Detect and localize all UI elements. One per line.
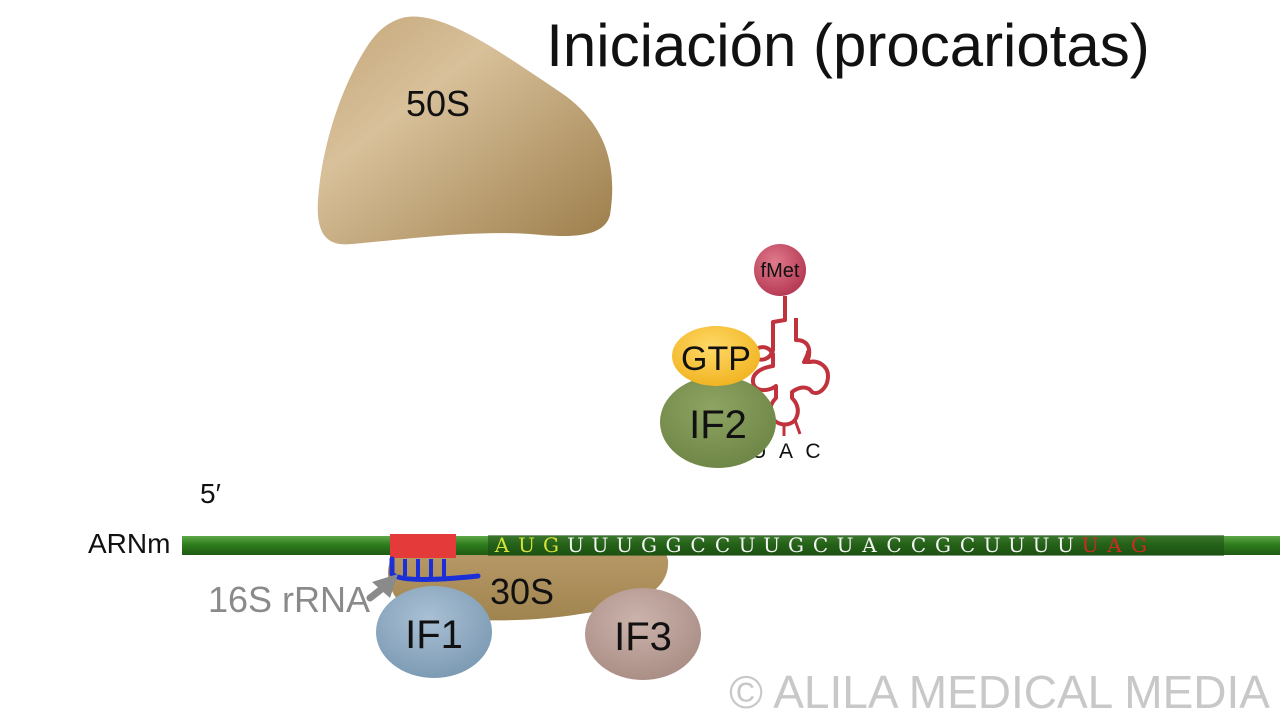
stop-codon-base: G xyxy=(1131,533,1147,557)
mrna-base: U xyxy=(567,533,584,557)
mrna-base: C xyxy=(690,533,705,557)
anticodon-base-3: C xyxy=(805,440,820,463)
mrna-base: G xyxy=(666,533,682,557)
mrna-base: G xyxy=(935,533,951,557)
start-codon-base: U xyxy=(518,533,535,557)
rrna-label: 16S rRNA xyxy=(208,579,370,620)
five-prime-label: 5′ xyxy=(200,478,221,509)
mrna-base: G xyxy=(641,533,657,557)
mrna-base: U xyxy=(1057,533,1074,557)
mrna-base: A xyxy=(861,533,877,557)
if2-factor: IF2 xyxy=(660,376,776,468)
mrna-base: U xyxy=(616,533,633,557)
rrna-base-pairs xyxy=(403,559,446,577)
rrna-backbone xyxy=(389,556,481,582)
if3-shape xyxy=(585,588,701,680)
if1-label: IF1 xyxy=(405,613,463,657)
large-subunit-label: 50S xyxy=(406,83,470,124)
start-codon-base: A xyxy=(494,533,510,557)
gtp-molecule: GTP xyxy=(672,326,760,386)
fmet-label: fMet xyxy=(761,260,800,282)
mrna-base: C xyxy=(911,533,926,557)
if3-label: IF3 xyxy=(614,615,672,659)
shine-dalgarno-sequence xyxy=(390,534,456,558)
mrna-base: C xyxy=(886,533,901,557)
stop-codon-base: A xyxy=(1106,533,1122,557)
start-codon-base: G xyxy=(543,533,559,557)
rrna-16s xyxy=(389,556,481,582)
mrna-base: G xyxy=(788,533,804,557)
small-subunit-label: 30S xyxy=(490,571,554,612)
mrna-base: C xyxy=(715,533,730,557)
gtp-shape xyxy=(672,326,760,386)
mrna-base: U xyxy=(1008,533,1025,557)
anticodon-base-2: A xyxy=(779,440,793,463)
mrna-base: U xyxy=(592,533,609,557)
mrna-base: U xyxy=(763,533,780,557)
if1-factor: IF1 xyxy=(376,586,492,678)
rrna-pointer-arrow xyxy=(366,574,398,602)
if1-shape xyxy=(376,586,492,678)
mrna-base: C xyxy=(813,533,828,557)
mrna-label: ARNm xyxy=(88,528,170,559)
mrna-sequence-band xyxy=(488,535,1224,556)
if2-label: IF2 xyxy=(689,403,747,447)
mrna-base: U xyxy=(984,533,1001,557)
large-subunit-shape xyxy=(317,16,613,245)
large-subunit-50s: 50S xyxy=(317,16,613,245)
mrna-base: U xyxy=(837,533,854,557)
gtp-label: GTP xyxy=(681,340,751,378)
mrna-base: U xyxy=(1033,533,1050,557)
if2-shape xyxy=(660,376,776,468)
mrna-base: C xyxy=(960,533,975,557)
mrna-base: U xyxy=(739,533,756,557)
fmet-amino-acid xyxy=(754,244,806,296)
watermark-text: © ALILA MEDICAL MEDIA xyxy=(729,666,1270,718)
stop-codon-base: U xyxy=(1082,533,1099,557)
if3-factor: IF3 xyxy=(585,588,701,680)
diagram-title: Iniciación (procariotas) xyxy=(546,12,1150,79)
